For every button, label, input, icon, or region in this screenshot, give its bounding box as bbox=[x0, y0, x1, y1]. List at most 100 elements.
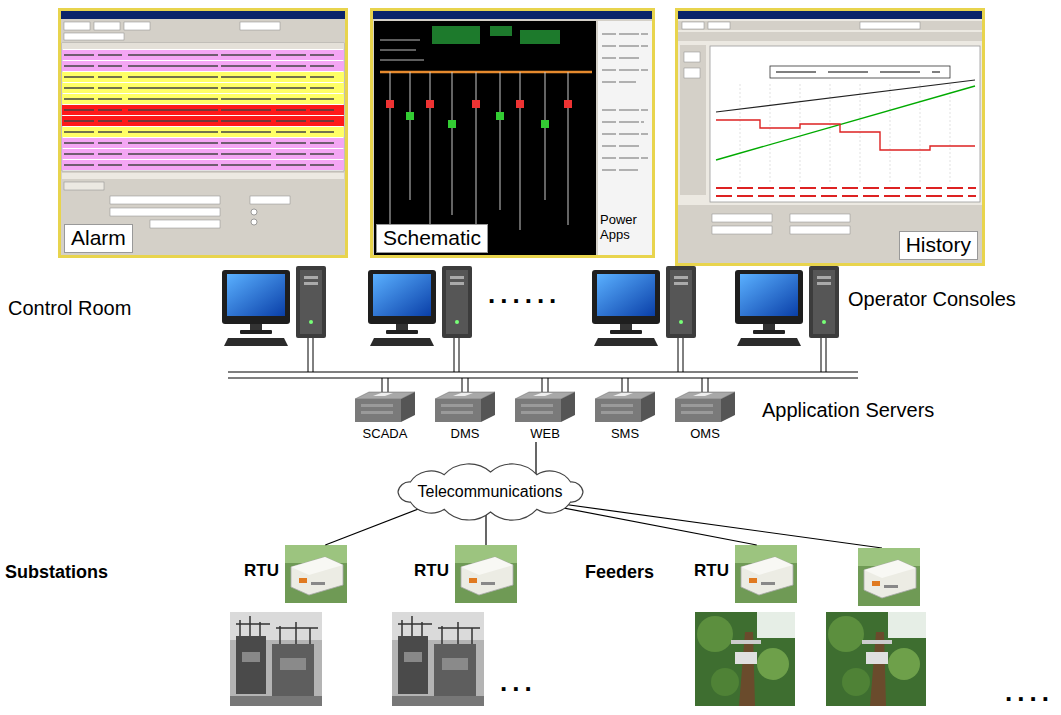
alarm-screenshot-part bbox=[62, 43, 344, 171]
text-holder: Power Apps bbox=[600, 213, 650, 243]
ellipsis: ... bbox=[500, 668, 537, 697]
field-devices-part bbox=[455, 545, 517, 603]
application-servers bbox=[355, 392, 735, 422]
alarm-screenshot-part bbox=[150, 220, 220, 228]
connector-line bbox=[535, 442, 536, 475]
server-label: OMS bbox=[690, 427, 720, 442]
alarm-screenshot-part bbox=[110, 208, 220, 216]
lan-bus-part bbox=[382, 378, 708, 392]
alarm-screenshot-part bbox=[64, 33, 124, 40]
schematic-screenshot-part bbox=[520, 30, 560, 44]
text-holder: ... bbox=[500, 668, 537, 697]
text-holder: RTU bbox=[694, 561, 729, 581]
screenshot-panel: Alarm bbox=[58, 8, 348, 258]
server-label: WEB bbox=[530, 427, 560, 442]
area-label: Control Room bbox=[8, 296, 131, 320]
history-screenshot-part bbox=[710, 46, 980, 202]
application-servers-part bbox=[435, 392, 495, 422]
history-screenshot-part bbox=[712, 226, 772, 234]
history-screenshot-part bbox=[675, 8, 985, 266]
history-screenshot-part bbox=[684, 68, 700, 78]
operator-consoles-part bbox=[592, 266, 696, 372]
text-holder: Operator Consoles bbox=[848, 287, 1016, 311]
operator-consoles-part bbox=[368, 266, 472, 372]
screenshot-panel: Schematic Power Apps bbox=[370, 8, 655, 258]
group-label: Substations bbox=[5, 562, 108, 584]
text-holder: RTU bbox=[414, 561, 449, 581]
schematic-screenshot-part bbox=[598, 21, 652, 255]
text-line: SCADA bbox=[355, 424, 415, 442]
schematic-screenshot-part bbox=[426, 100, 434, 108]
server-node: SMS bbox=[595, 388, 655, 442]
alarm-screenshot-part bbox=[62, 43, 344, 49]
alarm-screenshot-part bbox=[250, 196, 290, 204]
server-node: DMS bbox=[435, 388, 495, 442]
text-holder: ...... bbox=[488, 280, 561, 309]
application-servers-part bbox=[675, 392, 735, 422]
alarm-screenshot-part bbox=[61, 11, 345, 19]
field-devices-part bbox=[285, 545, 347, 603]
alarm-screenshot bbox=[58, 8, 348, 258]
screenshot-panel: History bbox=[675, 8, 985, 266]
text-line: WEB bbox=[515, 424, 575, 442]
application-servers-part bbox=[595, 392, 655, 422]
server-label: SCADA bbox=[363, 427, 408, 442]
alarm-screenshot-part bbox=[64, 182, 104, 190]
server-node: WEB bbox=[515, 388, 575, 442]
application-servers-part bbox=[515, 392, 575, 422]
text-holder: Substations bbox=[5, 562, 108, 584]
schematic-screenshot-part bbox=[373, 11, 652, 19]
history-screenshot-part bbox=[716, 188, 976, 196]
schematic-screenshot-part bbox=[448, 120, 456, 128]
schematic-screenshot-part bbox=[390, 72, 568, 240]
group-label: Operator Consoles bbox=[848, 287, 1016, 311]
schematic-screenshot-part bbox=[432, 26, 480, 44]
operator-consoles bbox=[222, 266, 839, 372]
rtu-label: RTU bbox=[244, 561, 279, 581]
field-devices-part bbox=[230, 612, 322, 706]
cloud-label: Telecommunications bbox=[418, 482, 563, 501]
history-screenshot-part bbox=[776, 71, 940, 73]
alarm-screenshot-part bbox=[251, 209, 257, 215]
ellipsis: ...... bbox=[488, 280, 561, 309]
text-line: SMS bbox=[595, 424, 655, 442]
server-label: DMS bbox=[451, 427, 480, 442]
alarm-screenshot-part bbox=[62, 173, 344, 179]
schematic-screenshot-part bbox=[380, 71, 592, 74]
history-screenshot-part bbox=[682, 22, 704, 29]
operator-consoles-part bbox=[735, 266, 839, 372]
schematic-screenshot-part bbox=[374, 21, 596, 255]
history-screenshot-part bbox=[678, 32, 982, 41]
history-screenshot-part bbox=[708, 22, 730, 29]
schematic-screenshot-part bbox=[496, 112, 504, 120]
history-screenshot bbox=[675, 8, 985, 266]
field-devices-part bbox=[695, 612, 795, 706]
text-holder: Schematic bbox=[376, 224, 488, 253]
schematic-screenshot-part bbox=[602, 34, 648, 170]
connector-line bbox=[555, 506, 757, 545]
group-label: Feeders bbox=[585, 562, 654, 584]
field-devices bbox=[230, 503, 926, 706]
text-holder: Alarm bbox=[64, 224, 133, 253]
alarm-screenshot-part bbox=[240, 22, 280, 30]
rtu-device: RTU bbox=[735, 545, 797, 603]
text-holder: Application Servers bbox=[762, 398, 934, 422]
app-caption: Power Apps bbox=[600, 213, 650, 243]
text-holder: Telecommunications bbox=[418, 482, 563, 501]
history-screenshot-part bbox=[678, 21, 982, 30]
group-label: Application Servers bbox=[762, 398, 934, 422]
server-node: SCADA bbox=[355, 388, 415, 442]
history-screenshot-part bbox=[790, 214, 850, 222]
alarm-screenshot-part bbox=[94, 22, 120, 30]
text-holder: Feeders bbox=[585, 562, 654, 584]
text-line: OMS bbox=[675, 424, 735, 442]
text-line: DMS bbox=[435, 424, 495, 442]
rtu-device: RTU bbox=[285, 545, 347, 603]
screen-caption: Schematic bbox=[376, 224, 488, 253]
history-screenshot-part bbox=[716, 86, 975, 160]
lan-bus-part bbox=[228, 371, 858, 372]
server-label: SMS bbox=[611, 427, 639, 442]
alarm-screenshot-part bbox=[58, 8, 348, 258]
